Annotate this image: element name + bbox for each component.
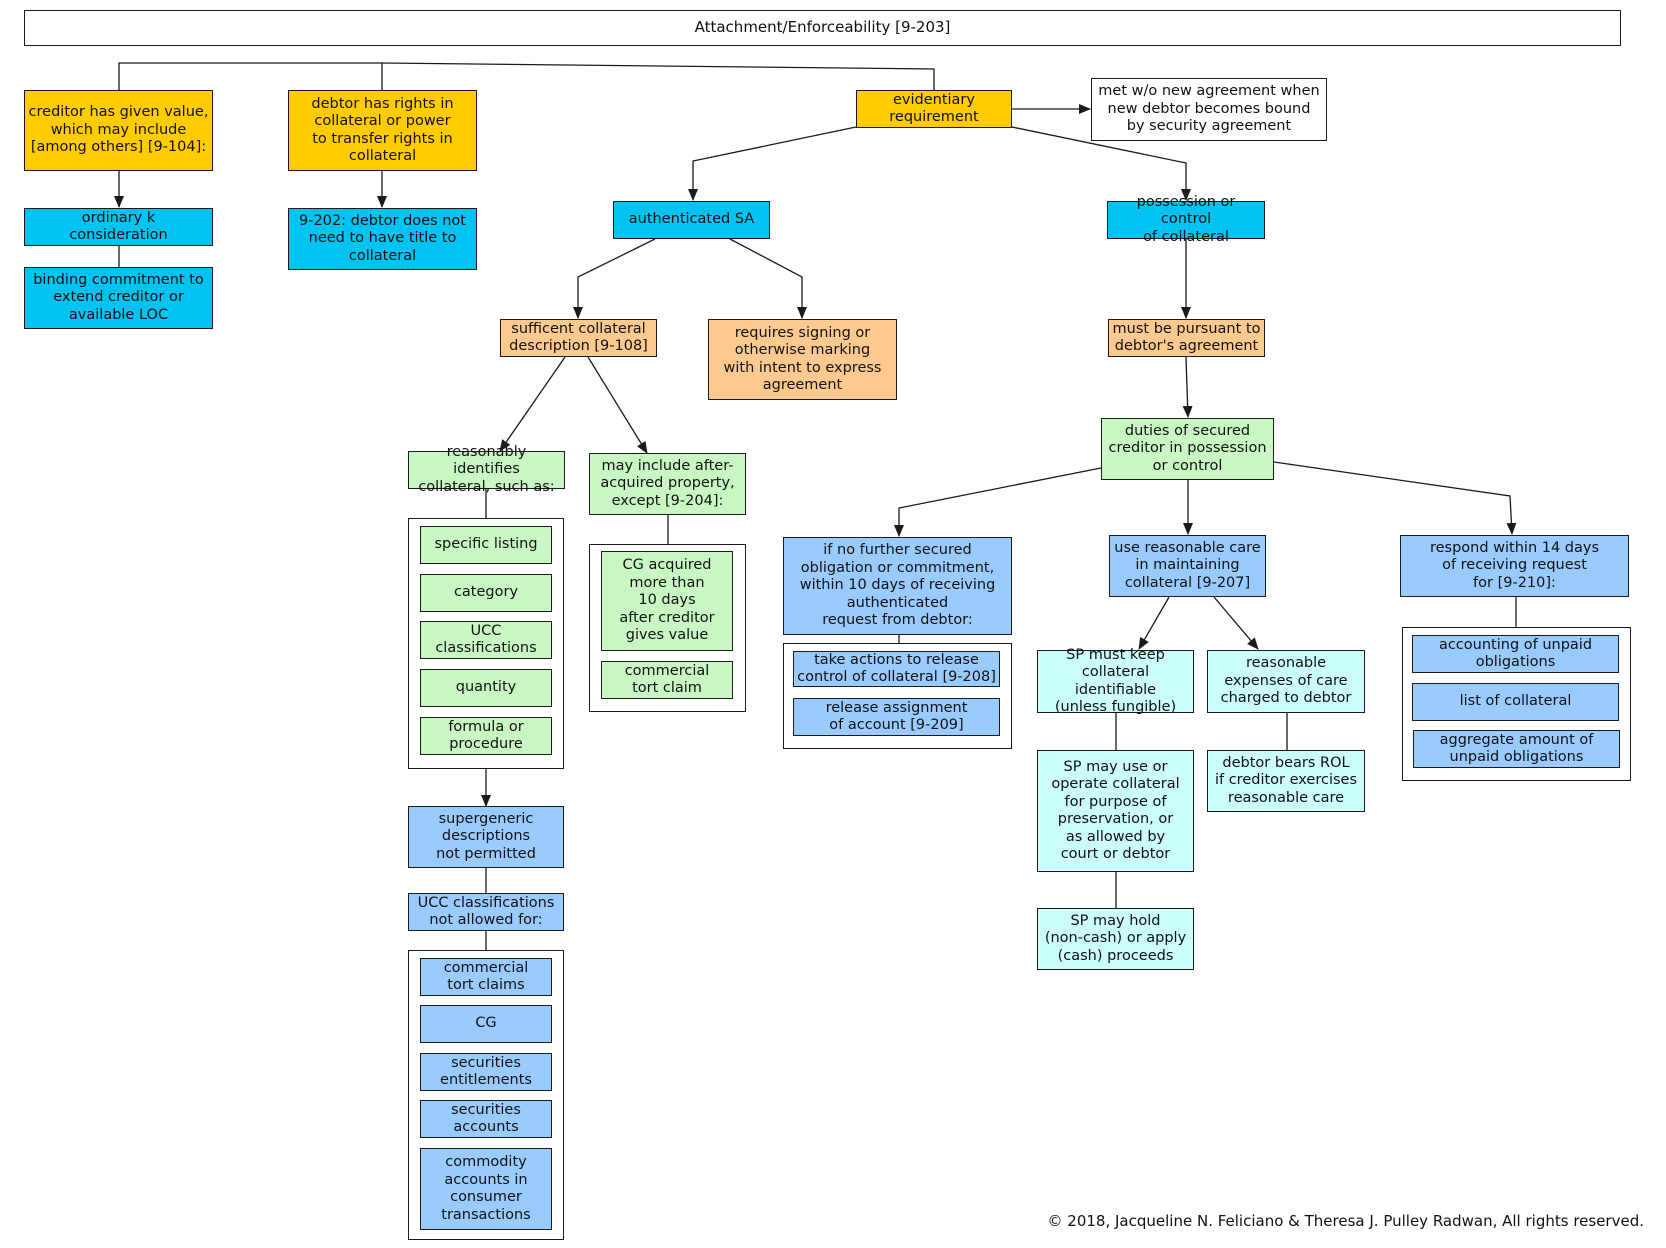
node-list-of-collateral: list of collateral xyxy=(1412,683,1619,721)
node-evidentiary-requirement: evidentiary requirement xyxy=(856,90,1012,128)
node-9-202-title: 9-202: debtor does not need to have titl… xyxy=(288,208,477,270)
node-ucc-classifications: UCC classifications xyxy=(420,621,552,659)
node-ordinary-k-consideration: ordinary k consideration xyxy=(24,208,213,246)
node-debtor-has-rights: debtor has rights in collateral or power… xyxy=(288,90,477,171)
connector-evidentiary-possession xyxy=(1011,126,1191,201)
connector-root-evidentiary xyxy=(381,62,935,90)
node-met-without-new-agreement: met w/o new agreement when new debtor be… xyxy=(1091,78,1327,141)
node-creditor-given-value: creditor has given value, which may incl… xyxy=(24,90,213,171)
connector-duties-respond xyxy=(1273,461,1517,535)
node-commercial-tort-claims: commercial tort claims xyxy=(420,958,552,996)
connector-root-value xyxy=(118,62,383,90)
node-sp-may-hold: SP may hold (non-cash) or apply (cash) p… xyxy=(1037,908,1194,970)
node-securities-entitlements: securities entitlements xyxy=(420,1053,552,1091)
copyright-notice: © 2018, Jacqueline N. Feliciano & Theres… xyxy=(1047,1212,1644,1230)
node-sp-may-use: SP may use or operate collateral for pur… xyxy=(1037,750,1194,872)
connector-sufficient-reasonably xyxy=(499,356,566,452)
node-quantity: quantity xyxy=(420,669,552,707)
connector-authsa-signing xyxy=(729,238,807,319)
node-commodity-accounts: commodity accounts in consumer transacti… xyxy=(420,1148,552,1230)
node-debtor-bears-rol: debtor bears ROL if creditor exercises r… xyxy=(1207,750,1365,812)
node-commercial-tort-claim: commercial tort claim xyxy=(601,661,733,699)
node-release-control: take actions to release control of colla… xyxy=(793,651,1000,687)
node-after-acquired-property: may include after- acquired property, ex… xyxy=(589,453,746,515)
node-sp-must-keep: SP must keep collateral identifiable (un… xyxy=(1037,647,1194,715)
connector-care-keep xyxy=(1138,596,1170,650)
node-reasonable-expenses: reasonable expenses of care charged to d… xyxy=(1207,650,1365,713)
node-supergeneric-descriptions: supergeneric descriptions not permitted xyxy=(408,806,564,868)
node-formula-or-procedure: formula or procedure xyxy=(420,717,552,755)
node-aggregate-amount: aggregate amount of unpaid obligations xyxy=(1413,730,1620,768)
node-reasonable-care: use reasonable care in maintaining colla… xyxy=(1109,535,1266,597)
connector-pursuant-duties xyxy=(1182,356,1193,418)
node-sufficient-description: sufficent collateral description [9-108] xyxy=(500,319,657,357)
connector-sufficient-afteracq xyxy=(587,356,648,454)
node-no-further-obligation: if no further secured obligation or comm… xyxy=(783,537,1012,635)
node-cg-acquired: CG acquired more than 10 days after cred… xyxy=(601,551,733,651)
node-requires-signing: requires signing or otherwise marking wi… xyxy=(708,319,897,400)
connector-evidentiary-authsa xyxy=(688,126,857,201)
node-binding-commitment: binding commitment to extend creditor or… xyxy=(24,267,213,329)
node-release-assignment: release assignment of account [9-209] xyxy=(793,698,1000,736)
node-specific-listing: specific listing xyxy=(420,526,552,564)
connector-care-expenses xyxy=(1213,596,1259,650)
node-cg: CG xyxy=(420,1005,552,1043)
connector-duties-nofurther xyxy=(894,467,1102,537)
node-authenticated-sa: authenticated SA xyxy=(613,201,770,239)
node-respond-within-14-days: respond within 14 days of receiving requ… xyxy=(1400,535,1629,597)
node-securities-accounts: securities accounts xyxy=(420,1100,552,1138)
node-accounting-unpaid: accounting of unpaid obligations xyxy=(1412,635,1619,673)
diagram-title: Attachment/Enforceability [9-203] xyxy=(24,10,1621,46)
connector-authsa-sufficient xyxy=(573,238,656,319)
node-category: category xyxy=(420,574,552,612)
node-ucc-not-allowed: UCC classifications not allowed for: xyxy=(408,893,564,931)
node-reasonably-identifies: reasonably identifies collateral, such a… xyxy=(408,444,565,495)
node-possession-or-control: possession or control of collateral xyxy=(1107,194,1265,245)
node-pursuant-to-agreement: must be pursuant to debtor's agreement xyxy=(1108,319,1265,357)
node-duties-of-secured-creditor: duties of secured creditor in possession… xyxy=(1101,418,1274,480)
